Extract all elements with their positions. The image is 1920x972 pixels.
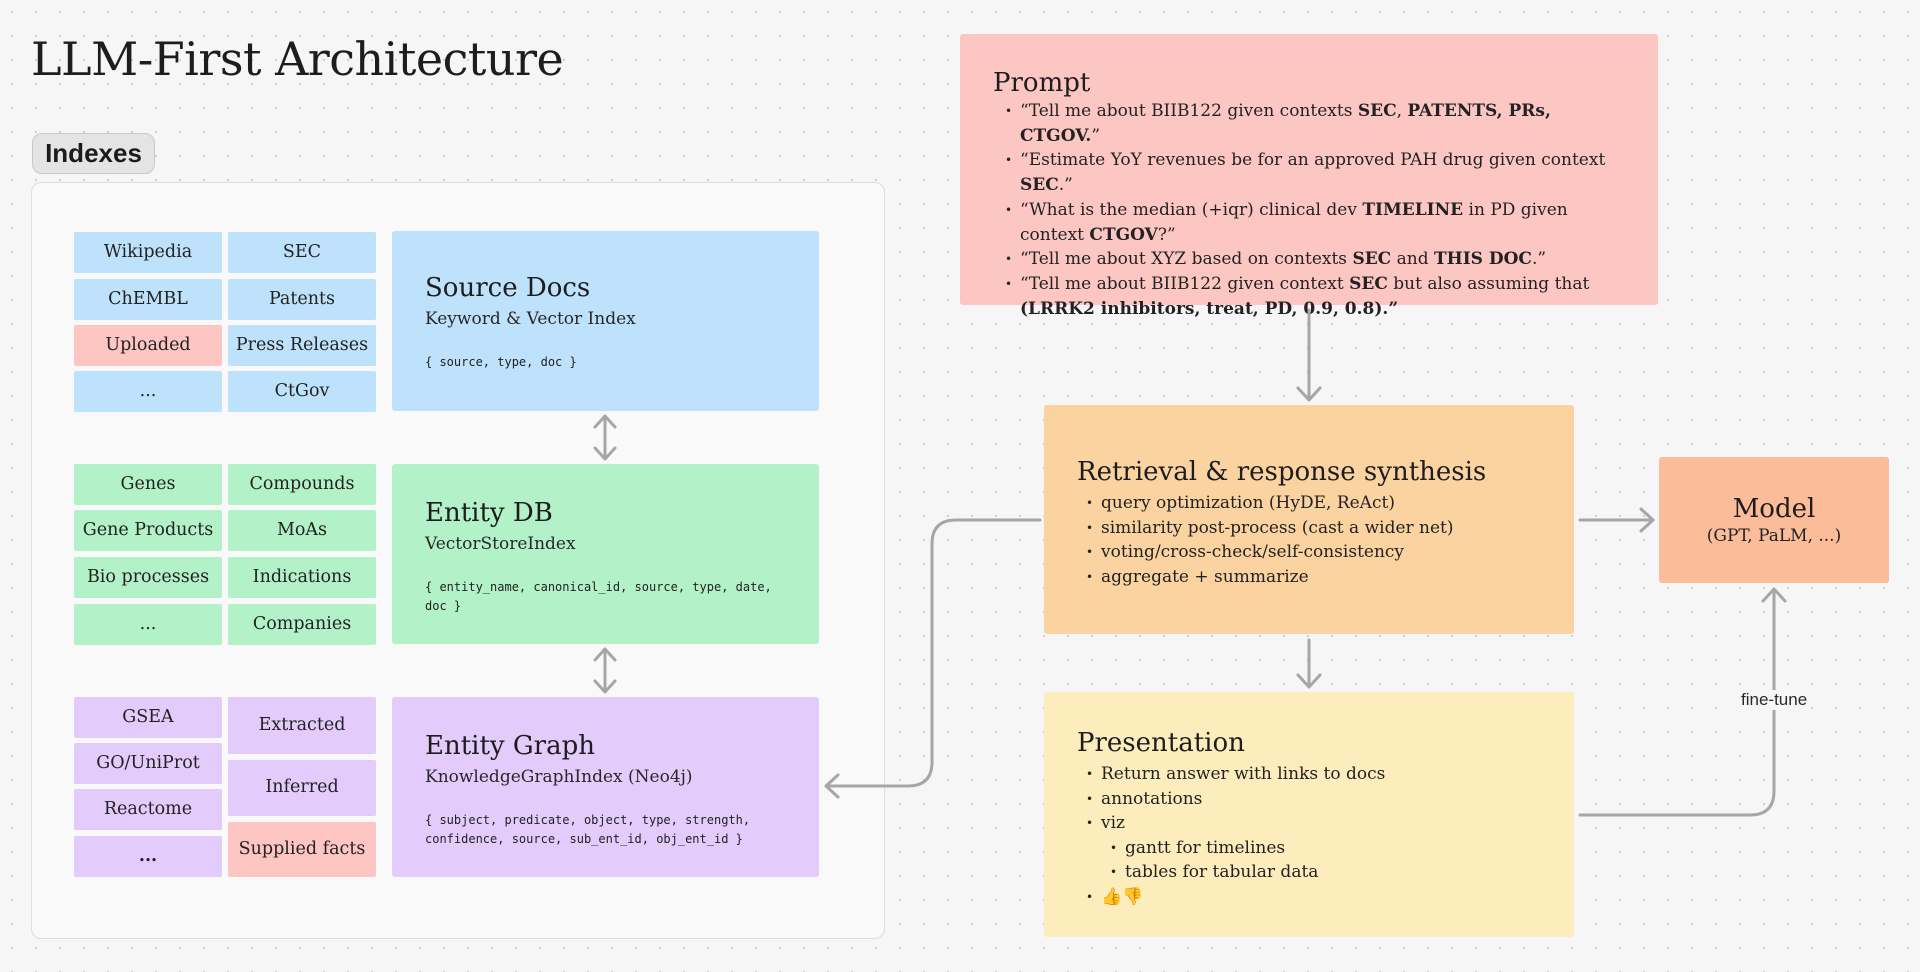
chip-indications: Indications: [228, 557, 376, 598]
entity-db-subtitle: VectorStoreIndex: [425, 534, 576, 554]
presentation-item: annotations: [1086, 787, 1544, 812]
retrieval-model-arrow: [1578, 507, 1655, 533]
entity-graph-title: Entity Graph: [425, 731, 595, 761]
viz-sub-item: gantt for timelines: [1110, 836, 1544, 861]
chip-gsea: GSEA: [74, 697, 222, 738]
chip-gene-products: Gene Products: [74, 510, 222, 551]
diagram-title: LLM-First Architecture: [31, 32, 564, 86]
retrieval-presentation-arrow: [1296, 638, 1322, 689]
retrieval-item: aggregate + summarize: [1086, 565, 1544, 590]
chip-patents: Patents: [228, 279, 376, 320]
chip-inferred: Inferred: [228, 760, 376, 816]
prompt-example: “Estimate YoY revenues be for an approve…: [1005, 148, 1628, 197]
prompt-title: Prompt: [993, 68, 1091, 98]
model-subtitle: (GPT, PaLM, ...): [1706, 526, 1842, 546]
prompt-example: “Tell me about BIIB122 given context SEC…: [1005, 272, 1628, 321]
chip-compounds: Compounds: [228, 464, 376, 505]
thumbs-feedback-icon: 👍👎: [1086, 885, 1544, 910]
presentation-list: Return answer with links to docs annotat…: [1077, 762, 1544, 910]
source-entitydb-connector: [593, 414, 617, 461]
fine-tune-arrow: [1578, 587, 1787, 817]
source-docs-box: Source Docs Keyword & Vector Index { sou…: [392, 231, 819, 411]
chip-reactome: Reactome: [74, 789, 222, 830]
entity-db-box: Entity DB VectorStoreIndex { entity_name…: [392, 464, 819, 644]
prompt-box: Prompt “Tell me about BIIB122 given cont…: [960, 34, 1658, 319]
chip-press-releases: Press Releases: [228, 325, 376, 366]
source-docs-subtitle: Keyword & Vector Index: [425, 309, 636, 329]
source-docs-title: Source Docs: [425, 273, 591, 303]
entity-graph-box: Entity Graph KnowledgeGraphIndex (Neo4j)…: [392, 697, 819, 877]
retrieval-item: voting/cross-check/self-consistency: [1086, 540, 1544, 565]
fine-tune-label: fine-tune: [1738, 690, 1811, 710]
retrieval-item: similarity post-process (cast a wider ne…: [1086, 516, 1544, 541]
entitydb-graph-connector: [593, 647, 617, 694]
chip-wikipedia: Wikipedia: [74, 232, 222, 273]
viz-sublist: gantt for timelines tables for tabular d…: [1101, 836, 1544, 885]
prompt-examples-list: “Tell me about BIIB122 given contexts SE…: [993, 99, 1628, 321]
chip-ctgov: CtGov: [228, 371, 376, 412]
entity-graph-schema: { subject, predicate, object, type, stre…: [425, 813, 751, 846]
source-docs-schema: { source, type, doc }: [425, 355, 577, 369]
model-box: Model (GPT, PaLM, ...): [1659, 457, 1889, 583]
chip-sec: SEC: [228, 232, 376, 273]
chip-genes: Genes: [74, 464, 222, 505]
entity-graph-subtitle: KnowledgeGraphIndex (Neo4j): [425, 767, 693, 787]
chip-source-more: ...: [74, 371, 222, 412]
retrieval-box: Retrieval & response synthesis query opt…: [1044, 405, 1574, 634]
retrieval-list: query optimization (HyDE, ReAct) similar…: [1077, 491, 1544, 589]
prompt-example: “Tell me about XYZ based on contexts SEC…: [1005, 247, 1628, 272]
chip-graph-more: ...: [74, 836, 222, 877]
retrieval-title: Retrieval & response synthesis: [1077, 457, 1487, 487]
retrieval-graph-arrow: [824, 518, 1042, 799]
entity-db-schema: { entity_name, canonical_id, source, typ…: [425, 580, 772, 613]
chip-chembl: ChEMBL: [74, 279, 222, 320]
chip-moas: MoAs: [228, 510, 376, 551]
chip-extracted: Extracted: [228, 697, 376, 754]
chip-uploaded: Uploaded: [74, 325, 222, 366]
presentation-item: Return answer with links to docs: [1086, 762, 1544, 787]
viz-sub-item: tables for tabular data: [1110, 860, 1544, 885]
chip-entity-more: ...: [74, 604, 222, 645]
presentation-item-viz: viz gantt for timelines tables for tabul…: [1086, 811, 1544, 885]
chip-companies: Companies: [228, 604, 376, 645]
prompt-example: “What is the median (+iqr) clinical dev …: [1005, 198, 1628, 247]
chip-supplied-facts: Supplied facts: [228, 822, 376, 877]
prompt-example: “Tell me about BIIB122 given contexts SE…: [1005, 99, 1628, 148]
prompt-retrieval-arrow: [1296, 308, 1322, 402]
presentation-box: Presentation Return answer with links to…: [1044, 692, 1574, 937]
indexes-tag: Indexes: [32, 133, 155, 174]
retrieval-item: query optimization (HyDE, ReAct): [1086, 491, 1544, 516]
presentation-title: Presentation: [1077, 728, 1245, 758]
chip-go-uniprot: GO/UniProt: [74, 743, 222, 784]
chip-bio-processes: Bio processes: [74, 557, 222, 598]
presentation-item-label: viz: [1101, 813, 1125, 834]
entity-db-title: Entity DB: [425, 498, 553, 528]
model-title: Model: [1732, 494, 1816, 524]
